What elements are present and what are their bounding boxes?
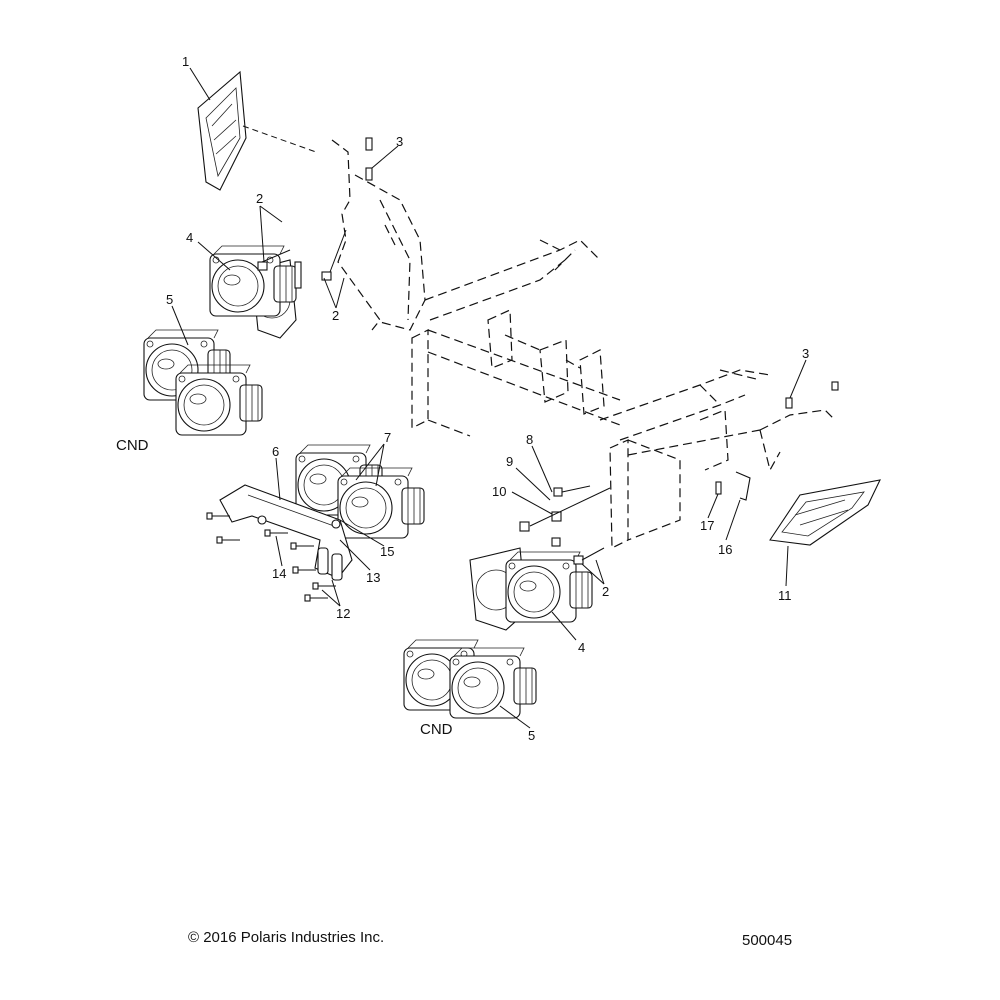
part-1-headlight-cover [197,70,317,191]
callout-11: 11 [778,588,792,603]
callout-17: 17 [700,518,714,533]
callout-8: 8 [526,432,533,447]
fasteners [206,137,839,602]
callout-13: 13 [366,570,380,585]
callout-16: 16 [718,542,732,557]
callout-14: 14 [272,566,286,581]
cnd-note-left: CND [116,437,149,454]
callout-4: 4 [186,230,193,245]
callout-15: 15 [380,544,394,559]
callout-4: 4 [578,640,585,655]
callout-9: 9 [506,454,513,469]
part-5-headlight-pair-cnd-bottom [403,639,537,719]
part-4-headlight-assembly-upper [209,245,297,339]
vehicle-frame [331,139,836,549]
callout-3: 3 [802,346,809,361]
callout-5: 5 [166,292,173,307]
part-11-headlight-cover [769,479,881,546]
callout-1: 1 [182,54,189,69]
part-5-headlight-pair-cnd-left [143,329,263,436]
callout-2: 2 [602,584,609,599]
callout-6: 6 [272,444,279,459]
part-4-headlight-assembly-lower [469,547,593,631]
copyright-notice: © 2016 Polaris Industries Inc. [188,929,385,946]
callout-10: 10 [492,484,506,499]
callout-labels: 1 2 2 2 3 3 4 4 5 5 6 7 8 9 10 11 12 13 … [116,54,809,743]
cnd-note-bottom: CND [420,721,453,738]
diagram-number: 500045 [742,932,793,949]
callout-5: 5 [528,728,535,743]
leader-lines [171,67,807,729]
callout-7: 7 [384,430,391,445]
callout-3: 3 [396,134,403,149]
callout-2: 2 [256,191,263,206]
part-6-mounting-bracket [219,484,353,581]
callout-12: 12 [336,606,350,621]
callout-2: 2 [332,308,339,323]
